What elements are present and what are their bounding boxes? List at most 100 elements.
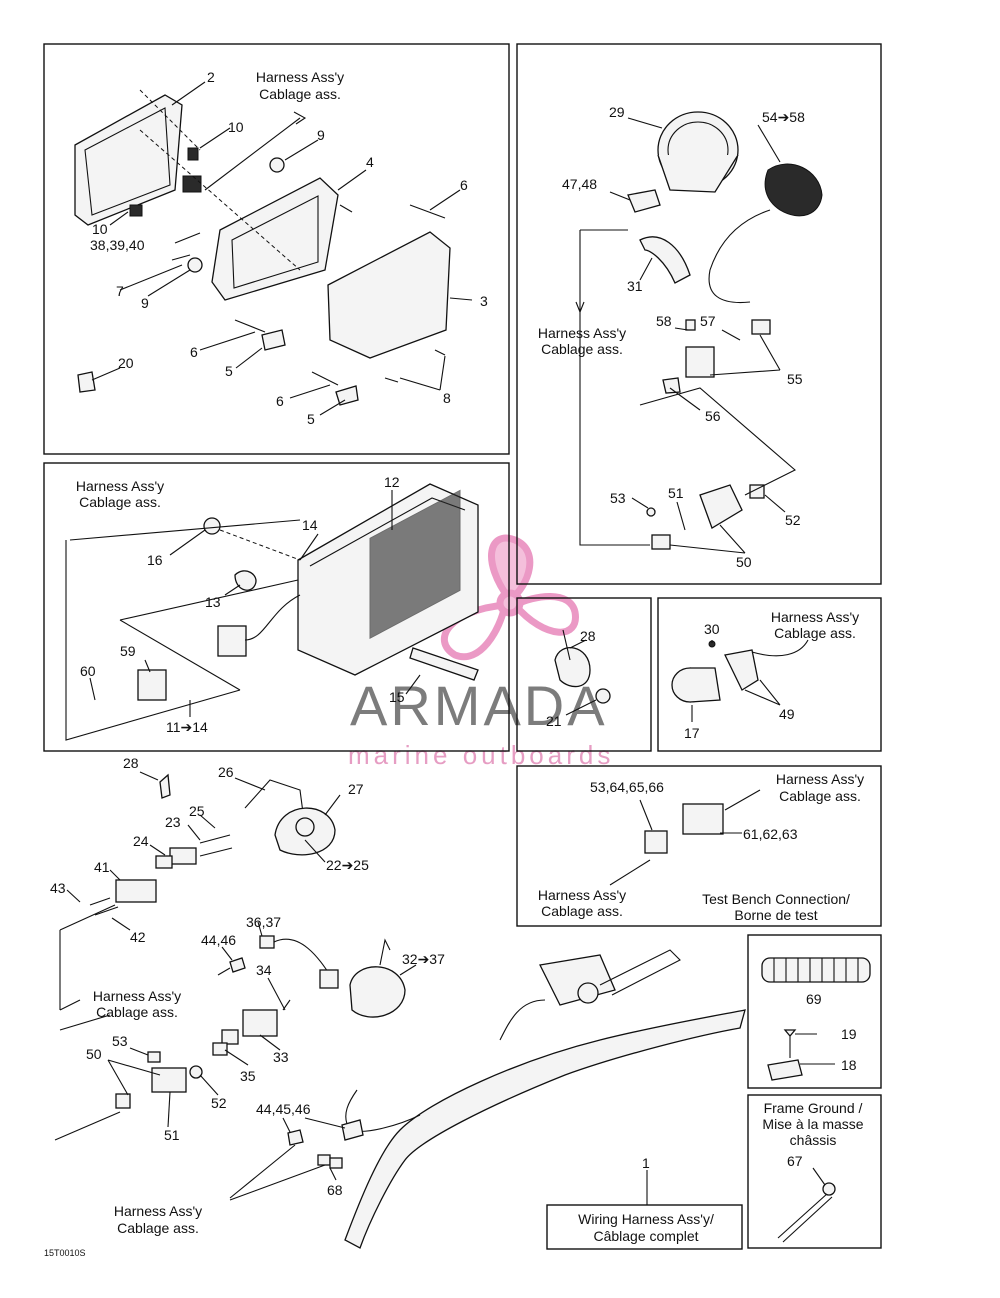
callout-20: 20 xyxy=(118,355,134,371)
callout-53-64-65-66: 53,64,65,66 xyxy=(590,779,664,795)
callout-24: 24 xyxy=(133,833,149,849)
callout-27: 27 xyxy=(348,781,364,797)
callout-9: 9 xyxy=(141,295,149,311)
callout-11-14: 11➔14 xyxy=(166,719,208,735)
clip-drawing xyxy=(554,629,611,704)
callout-38-39-40: 38,39,40 xyxy=(90,237,145,253)
callout-50: 50 xyxy=(736,554,752,570)
harness-label-2-en: Harness Ass'y xyxy=(538,325,626,341)
harness-label-3-fr: Cablage ass. xyxy=(79,494,161,510)
callout-10: 10 xyxy=(92,221,108,237)
callout-35: 35 xyxy=(240,1068,256,1084)
harness-label-2-fr: Cablage ass. xyxy=(541,341,623,357)
callout-53: 53 xyxy=(112,1033,128,1049)
callout-32-37: 32➔37 xyxy=(402,951,445,967)
frame-ground-drawing xyxy=(777,1182,836,1243)
callout-52: 52 xyxy=(785,512,801,528)
callout-7: 7 xyxy=(116,283,124,299)
callout-5: 5 xyxy=(225,363,233,379)
harness-label-7-fr: Cablage ass. xyxy=(96,1004,178,1020)
callout-1: 1 xyxy=(642,1155,650,1171)
callout-21: 21 xyxy=(546,713,562,729)
callout-30: 30 xyxy=(704,621,720,637)
panel-grip xyxy=(747,934,882,1089)
callout-55: 55 xyxy=(787,371,803,387)
callout-33: 33 xyxy=(273,1049,289,1065)
callout-3: 3 xyxy=(480,293,488,309)
gauge-assembly-drawing xyxy=(575,111,823,550)
harness-label-6-en: Harness Ass'y xyxy=(538,887,626,903)
harness-label-3-en: Harness Ass'y xyxy=(76,478,164,494)
callout-12: 12 xyxy=(384,474,400,490)
callout-25: 25 xyxy=(189,803,205,819)
frame-ground-label-1: Frame Ground / xyxy=(764,1100,863,1116)
panel-clip xyxy=(516,597,652,752)
taillight-assembly-drawing xyxy=(65,483,479,741)
harness-label-8-fr: Cablage ass. xyxy=(117,1220,199,1236)
callout-10: 10 xyxy=(228,119,244,135)
callout-19: 19 xyxy=(841,1026,857,1042)
watermark-subtitle: marine outboards xyxy=(348,740,614,770)
callout-54-58: 54➔58 xyxy=(762,109,805,125)
callout-67: 67 xyxy=(787,1153,803,1169)
callout-17: 17 xyxy=(684,725,700,741)
callout-49: 49 xyxy=(779,706,795,722)
callout-34: 34 xyxy=(256,962,272,978)
callout-22-25: 22➔25 xyxy=(326,857,369,873)
handlebar-drawing xyxy=(229,949,746,1249)
callout-23: 23 xyxy=(165,814,181,830)
callout-58: 58 xyxy=(656,313,672,329)
callout-41: 41 xyxy=(94,859,110,875)
callout-6: 6 xyxy=(460,177,468,193)
callout-56: 56 xyxy=(705,408,721,424)
harness-label-5-fr: Cablage ass. xyxy=(779,788,861,804)
callout-8: 8 xyxy=(443,390,451,406)
callout-61-62-63: 61,62,63 xyxy=(743,826,798,842)
wiring-harness-label-en: Wiring Harness Ass'y/ xyxy=(578,1211,714,1227)
callout-57: 57 xyxy=(700,313,716,329)
callout-60: 60 xyxy=(80,663,96,679)
callout-29: 29 xyxy=(609,104,625,120)
callout-36-37: 36,37 xyxy=(246,914,281,930)
callout-68: 68 xyxy=(327,1182,343,1198)
harness-labels: Harness Ass'y Cablage ass. Harness Ass'y… xyxy=(76,69,864,1236)
callout-5: 5 xyxy=(307,411,315,427)
callout-numbers: 2 10 10 9 4 6 38,39,40 7 9 3 6 5 20 6 8 … xyxy=(50,69,857,1198)
callout-53: 53 xyxy=(610,490,626,506)
callout-51: 51 xyxy=(668,485,684,501)
panel-titles: Test Bench Connection/ Borne de test Fra… xyxy=(44,891,864,1258)
lower-connectors-drawing xyxy=(54,904,406,1141)
harness-label-1-en: Harness Ass'y xyxy=(256,69,344,85)
harness-label-5-en: Harness Ass'y xyxy=(776,771,864,787)
headlight-assembly-drawing xyxy=(74,89,451,406)
callout-47-48: 47,48 xyxy=(562,176,597,192)
panel-test-bench xyxy=(516,765,882,927)
panel-headlight xyxy=(43,43,510,455)
callout-28: 28 xyxy=(123,755,139,771)
harness-label-4-fr: Cablage ass. xyxy=(774,625,856,641)
panel-frame-ground xyxy=(747,1094,882,1249)
callout-18: 18 xyxy=(841,1057,857,1073)
callout-16: 16 xyxy=(147,552,163,568)
callout-6: 6 xyxy=(190,344,198,360)
ignition-switch-drawing xyxy=(89,773,336,916)
callout-43: 43 xyxy=(50,880,66,896)
harness-label-1-fr: Cablage ass. xyxy=(259,86,341,102)
callout-28: 28 xyxy=(580,628,596,644)
callout-44-46: 44,46 xyxy=(201,932,236,948)
grip-drawing xyxy=(761,957,871,1081)
leader-lines xyxy=(66,81,835,1186)
panel-taillight xyxy=(43,462,510,752)
callout-4: 4 xyxy=(366,154,374,170)
panel-gauge xyxy=(516,43,882,585)
callout-42: 42 xyxy=(130,929,146,945)
callout-9: 9 xyxy=(317,127,325,143)
callout-13: 13 xyxy=(205,594,221,610)
wiring-harness-label-box xyxy=(546,1204,743,1250)
callout-59: 59 xyxy=(120,643,136,659)
callout-51: 51 xyxy=(164,1127,180,1143)
watermark-title: ARMADA xyxy=(350,674,608,737)
indicator-lamp-drawing xyxy=(671,639,809,703)
callout-2: 2 xyxy=(207,69,215,85)
